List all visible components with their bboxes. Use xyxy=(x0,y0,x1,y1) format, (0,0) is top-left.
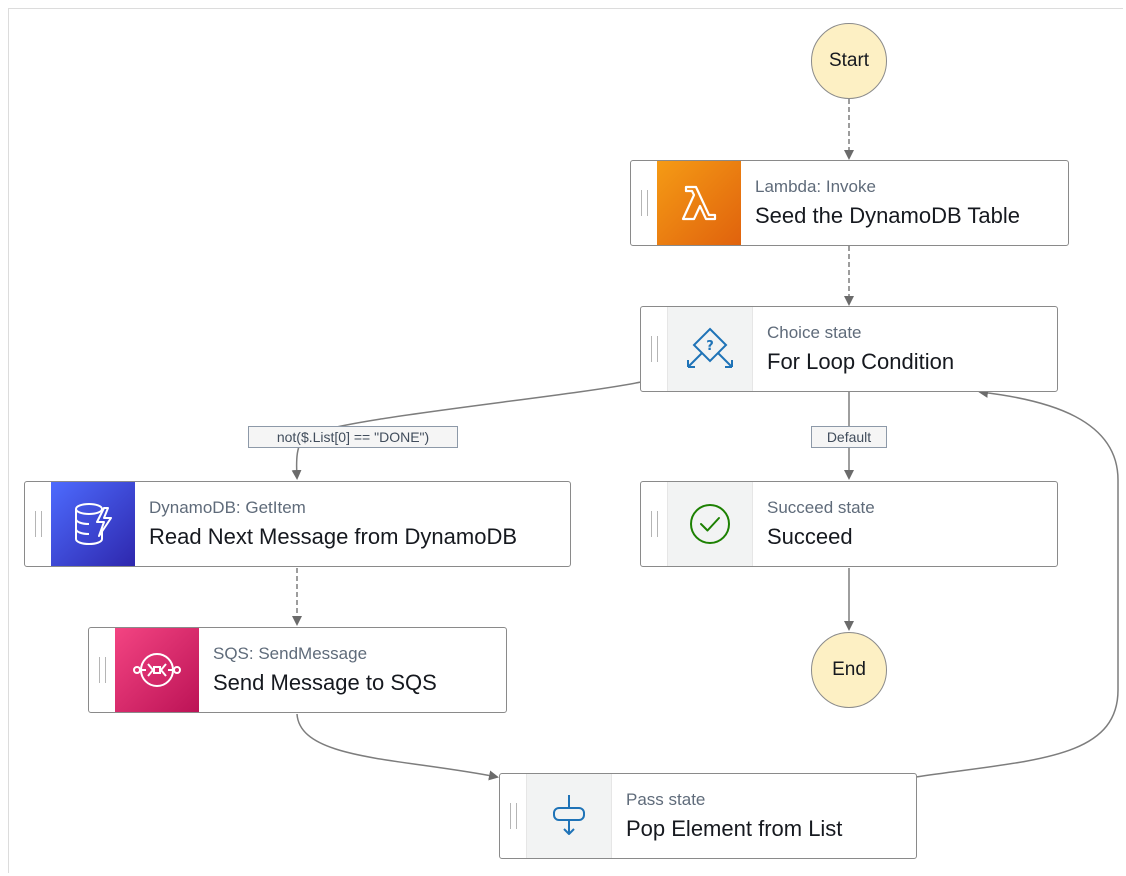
end-label: End xyxy=(832,659,866,680)
state-read-next-message[interactable]: DynamoDB: GetItem Read Next Message from… xyxy=(24,481,571,567)
drag-handle[interactable] xyxy=(500,774,526,858)
start-node[interactable]: Start xyxy=(811,23,887,99)
drag-handle[interactable] xyxy=(25,482,51,566)
state-type-label: DynamoDB: GetItem xyxy=(149,498,306,517)
state-seed-dynamodb-table[interactable]: Lambda: Invoke Seed the DynamoDB Table xyxy=(630,160,1069,246)
start-label: Start xyxy=(828,50,870,71)
edge-choice-to-read xyxy=(291,381,642,480)
state-succeed[interactable]: Succeed state Succeed xyxy=(640,481,1058,567)
dynamodb-icon xyxy=(51,482,135,566)
edge-pass-to-choice xyxy=(915,387,1119,778)
lambda-icon xyxy=(657,161,741,245)
end-node[interactable]: End xyxy=(811,632,887,708)
svg-text:?: ? xyxy=(706,339,714,354)
state-title: Pop Element from List xyxy=(626,816,843,841)
state-title: Succeed xyxy=(767,524,853,549)
state-title: Seed the DynamoDB Table xyxy=(755,203,1020,228)
state-send-message-to-sqs[interactable]: SQS: SendMessage Send Message to SQS xyxy=(88,627,507,713)
state-title: For Loop Condition xyxy=(767,349,955,374)
edge-label-condition: not($.List[0] == "DONE") xyxy=(248,426,458,448)
state-for-loop-condition[interactable]: ? Choice state For Loop Condition xyxy=(640,306,1058,392)
workflow-canvas[interactable] xyxy=(8,8,1123,873)
choice-icon: ? xyxy=(667,307,753,391)
drag-handle[interactable] xyxy=(641,307,667,391)
check-circle-icon xyxy=(667,482,753,566)
state-type-label: Pass state xyxy=(626,790,706,809)
edge-sqs-to-pass xyxy=(296,713,499,781)
state-type-label: SQS: SendMessage xyxy=(213,644,368,663)
state-pop-element[interactable]: Pass state Pop Element from List xyxy=(499,773,917,859)
edge-label-default: Default xyxy=(811,426,887,448)
sqs-icon xyxy=(115,628,199,712)
state-title: Send Message to SQS xyxy=(213,670,437,695)
state-type-label: Choice state xyxy=(767,323,862,342)
drag-handle[interactable] xyxy=(631,161,657,245)
drag-handle[interactable] xyxy=(641,482,667,566)
drag-handle[interactable] xyxy=(89,628,115,712)
state-title: Read Next Message from DynamoDB xyxy=(149,524,518,549)
pass-icon xyxy=(526,774,612,858)
state-type-label: Lambda: Invoke xyxy=(755,177,876,196)
state-type-label: Succeed state xyxy=(767,498,875,517)
